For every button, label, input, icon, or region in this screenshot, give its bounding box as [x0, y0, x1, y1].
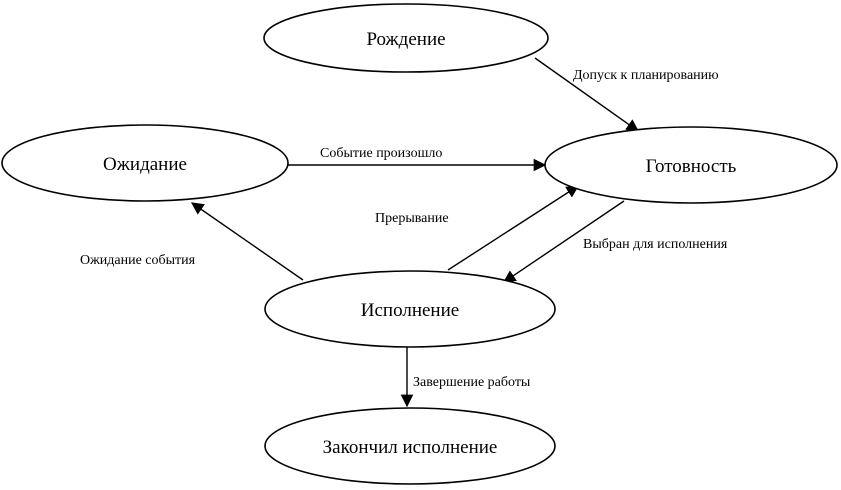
- edge-dispatch: Выбран для исполнения: [502, 200, 728, 283]
- edge-terminate: Завершение работы: [400, 347, 531, 408]
- edge-label-event-occurred: Событие произошло: [320, 146, 442, 161]
- node-label-finished: Закончил исполнение: [323, 437, 498, 458]
- edge-label-dispatch: Выбран для исполнения: [583, 237, 728, 252]
- node-finished: Закончил исполнение: [264, 407, 556, 485]
- node-ready: Готовность: [544, 126, 838, 204]
- node-label-birth: Рождение: [366, 29, 445, 50]
- edge-wait-event: Ожидание события: [80, 202, 304, 281]
- node-label-waiting: Ожидание: [103, 154, 187, 175]
- edge-label-admit: Допуск к планированию: [573, 68, 719, 83]
- node-label-running: Исполнение: [361, 300, 459, 321]
- edge-event-occurred: Событие произошло: [288, 146, 547, 172]
- edge-label-interrupt: Прерывание: [375, 211, 449, 226]
- edge-label-wait-event: Ожидание события: [80, 253, 196, 268]
- edge-interrupt: Прерывание: [375, 185, 580, 271]
- node-running: Исполнение: [264, 270, 556, 348]
- node-birth: Рождение: [263, 3, 549, 73]
- edge-admit: Допуск к планированию: [534, 57, 719, 132]
- edge-label-terminate: Завершение работы: [413, 375, 531, 390]
- node-waiting: Ожидание: [1, 124, 289, 202]
- node-label-ready: Готовность: [646, 156, 737, 177]
